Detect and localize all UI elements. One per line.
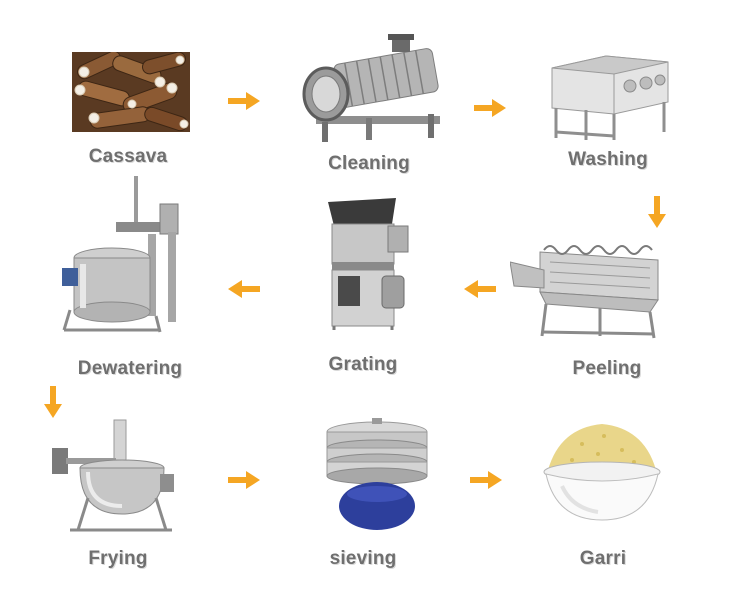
step-label-cleaning: Cleaning — [328, 153, 410, 174]
arrow-down-icon — [44, 386, 62, 418]
hydraulic-press-icon — [62, 176, 179, 333]
step-label-grating: Grating — [328, 354, 398, 375]
arrow-right-icon — [228, 471, 260, 489]
arrow-right-icon — [470, 471, 502, 489]
vibrating-sieve-icon — [326, 418, 428, 530]
washing-tank-icon — [551, 55, 669, 140]
step-label-peeling: Peeling — [572, 358, 642, 379]
step-label-washing: Washing — [568, 149, 648, 170]
arrow-right-icon — [474, 99, 506, 117]
arrow-left-icon — [228, 280, 260, 298]
peeling-machine-icon — [510, 245, 659, 339]
frying-kettle-icon — [52, 419, 174, 532]
arrow-left-icon — [464, 280, 496, 298]
step-label-garri: Garri — [579, 548, 627, 569]
arrow-right-icon — [228, 92, 260, 110]
arrow-down-icon — [648, 196, 666, 228]
step-label-dewatering: Dewatering — [77, 358, 183, 379]
drum-cleaner-icon — [302, 34, 440, 142]
grater-machine-icon — [328, 198, 409, 330]
cassava-roots-icon — [72, 52, 190, 132]
step-label-cassava: Cassava — [88, 146, 168, 167]
step-label-sieving: sieving — [329, 548, 397, 569]
step-label-frying: Frying — [88, 548, 148, 569]
garri-bowl-icon — [543, 424, 661, 521]
